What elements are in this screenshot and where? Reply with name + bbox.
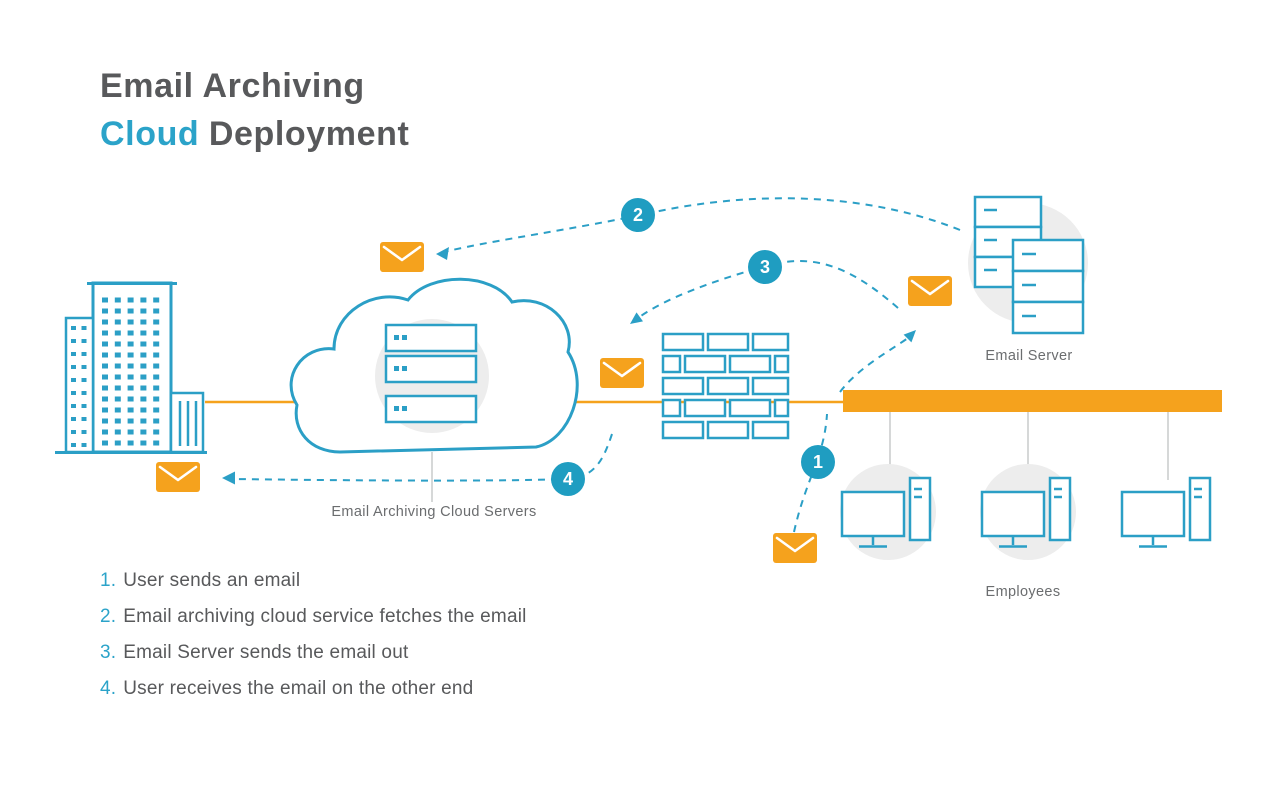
step-badge-2-number: 2 — [632, 204, 643, 225]
employee-computer-icon-2 — [980, 464, 1076, 560]
step-badge-1: 1 — [801, 445, 835, 479]
envelope-icon-server — [908, 276, 952, 306]
legend-item-4: 4. User receives the email on the other e… — [100, 678, 527, 700]
step-badge-3-number: 3 — [759, 256, 770, 277]
cloud-icon — [289, 277, 579, 454]
envelope-icon-cloud — [380, 242, 424, 272]
step-badge-4: 4 — [551, 462, 585, 496]
legend-text: Email archiving cloud service fetches th… — [123, 606, 527, 627]
building-icon — [55, 281, 207, 454]
archive-servers-icon — [384, 323, 478, 424]
step-badge-4-number: 4 — [562, 468, 573, 489]
legend-number: 3. — [100, 642, 117, 663]
legend-text: Email Server sends the email out — [123, 642, 409, 663]
building-windows — [102, 297, 163, 446]
title-rest-word: Deployment — [208, 115, 410, 153]
title-accent-word: Cloud — [100, 115, 200, 153]
step-badge-3: 3 — [748, 250, 782, 284]
step-badge-2: 2 — [621, 198, 655, 232]
employee-computer-icon-3 — [1120, 476, 1212, 548]
legend-text: User receives the email on the other end — [123, 678, 474, 699]
employees-label: Employees — [985, 584, 1061, 600]
legend-item-1: 1. User sends an email — [100, 570, 527, 592]
email-server-label: Email Server — [985, 348, 1073, 364]
envelope-icon-firewall — [600, 358, 644, 388]
network-bar — [843, 390, 1222, 412]
legend-number: 4. — [100, 678, 117, 699]
legend-text: User sends an email — [123, 570, 301, 591]
title-line-1: Email Archiving — [100, 67, 365, 105]
employee-computer-icon-1 — [840, 464, 936, 560]
flow-arrow-step4 — [231, 433, 613, 482]
firewall-icon — [661, 332, 790, 440]
annex-windows — [71, 326, 88, 447]
legend: 1. User sends an email 2. Email archiving … — [100, 570, 527, 700]
flow-arrow-step2 — [447, 197, 961, 252]
legend-number: 1. — [100, 570, 117, 591]
legend-number: 2. — [100, 606, 117, 627]
legend-item-2: 2. Email archiving cloud service fetches … — [100, 606, 527, 628]
legend-item-3: 3. Email Server sends the email out — [100, 642, 527, 664]
flow-arrow-step1b — [839, 337, 909, 393]
step-badge-1-number: 1 — [812, 451, 823, 472]
email-server-icon — [968, 195, 1088, 335]
cloud-servers-label: Email Archiving Cloud Servers — [331, 504, 537, 520]
envelope-icon-sender — [773, 533, 817, 563]
envelope-icon-recipient — [156, 462, 200, 492]
